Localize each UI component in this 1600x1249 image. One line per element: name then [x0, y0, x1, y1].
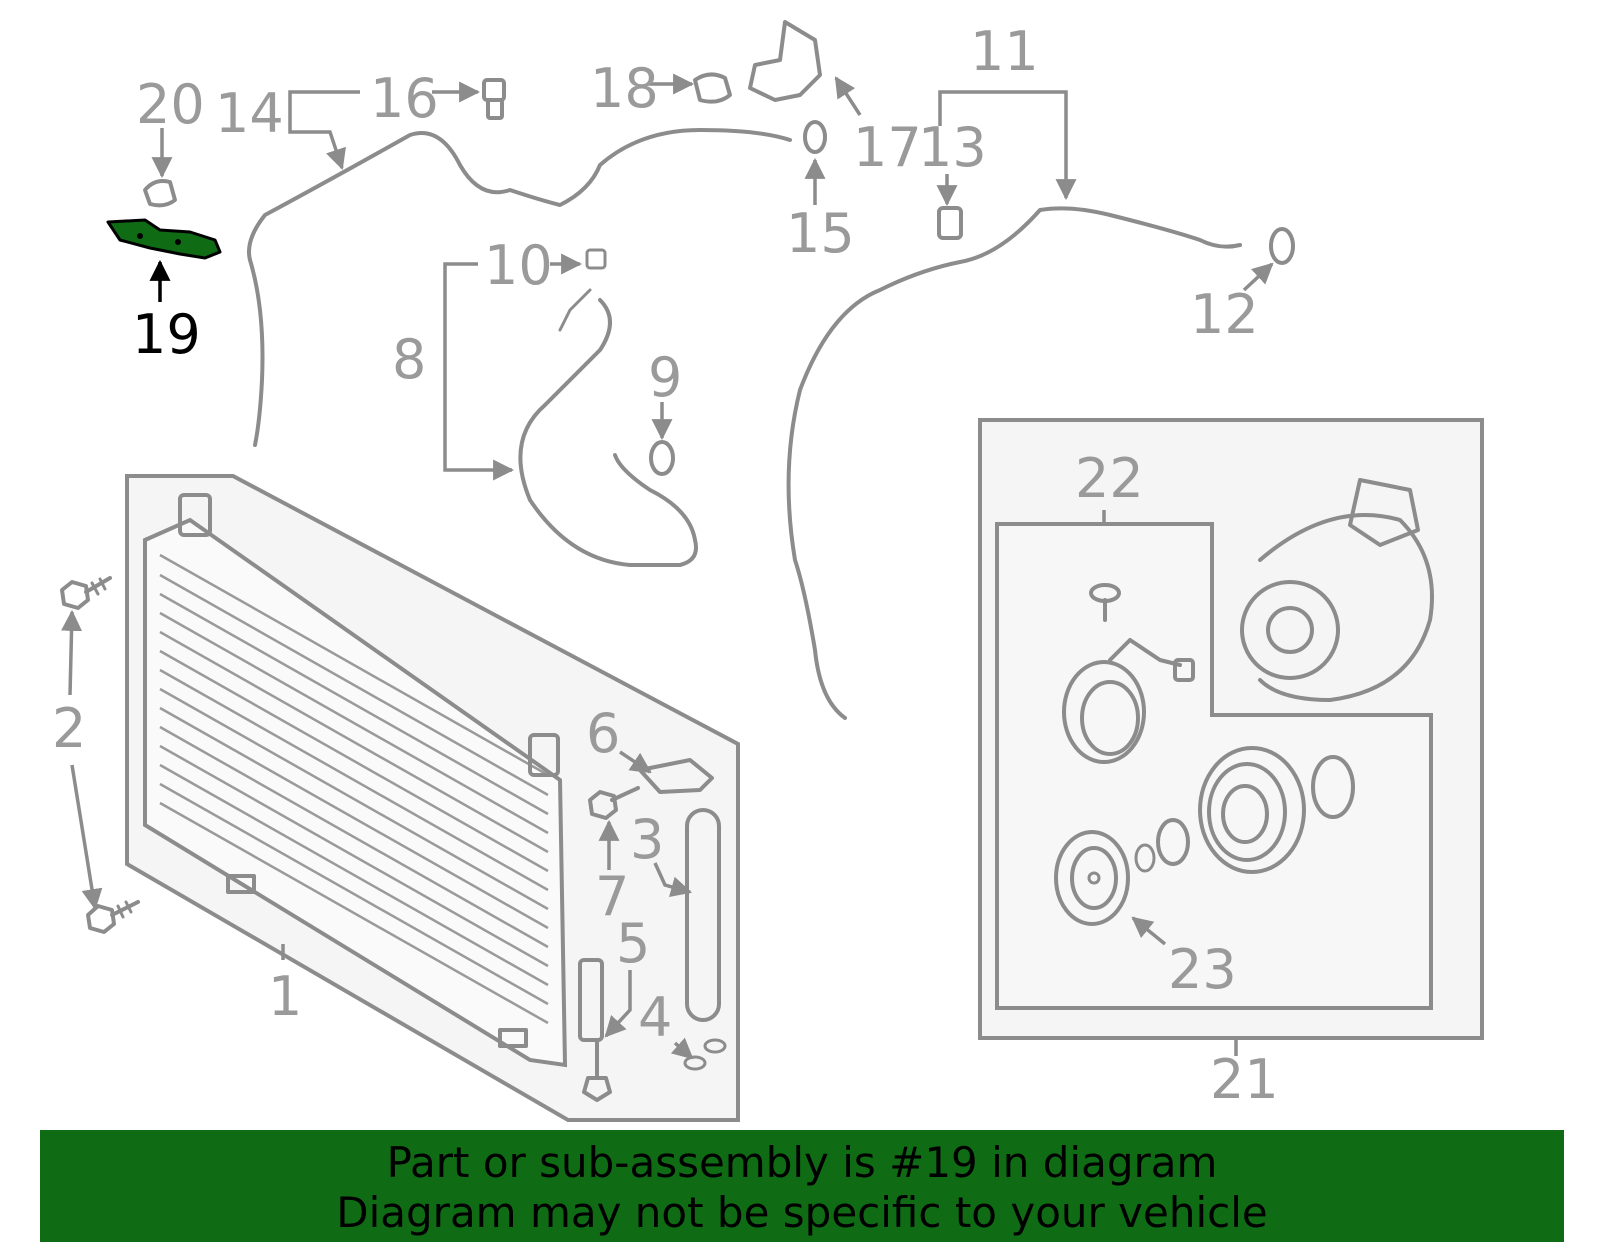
- pulley: [1198, 746, 1306, 874]
- bolt-7: [588, 786, 640, 820]
- callout-8: 8: [392, 328, 426, 391]
- callout-1: 1: [268, 965, 302, 1028]
- callout-7: 7: [595, 865, 629, 928]
- o-ring-12: [1269, 227, 1295, 265]
- screw-22: [1089, 583, 1121, 622]
- callout-19: 19: [132, 303, 201, 366]
- callout-10: 10: [484, 234, 553, 297]
- snap-ring-large: [1311, 755, 1355, 819]
- callout-22: 22: [1075, 447, 1144, 510]
- callout-4: 4: [638, 986, 672, 1049]
- clip-20: [143, 179, 177, 208]
- hose-8: [518, 298, 698, 567]
- callout-21: 21: [1210, 1048, 1279, 1111]
- callout-23: 23: [1168, 938, 1237, 1001]
- clutch-hub-23: [1054, 830, 1130, 926]
- pressure-sensor-16: [482, 78, 506, 120]
- callout-5: 5: [616, 912, 650, 975]
- callout-6: 6: [586, 702, 620, 765]
- bracket-19-highlighted: [106, 218, 222, 260]
- o-ring-9: [649, 440, 675, 476]
- callout-14: 14: [215, 82, 284, 145]
- receiver-drier: [685, 808, 721, 1022]
- o-ring-small-b: [703, 1038, 727, 1054]
- o-ring-small-a: [683, 1055, 707, 1071]
- callout-13: 13: [918, 116, 987, 179]
- bolt-5: [582, 1038, 612, 1102]
- clip-18: [693, 72, 732, 104]
- bolt-upper: [60, 576, 112, 610]
- info-banner: Part or sub-assembly is #19 in diagram D…: [40, 1130, 1564, 1242]
- banner-line-part-number: Part or sub-assembly is #19 in diagram: [386, 1138, 1218, 1187]
- clutch-coil: [1062, 638, 1195, 764]
- bracket-6: [638, 758, 714, 794]
- hose-11: [786, 206, 1242, 720]
- callout-12: 12: [1190, 283, 1259, 346]
- condenser-fins: [159, 553, 549, 1025]
- callout-labels: 1 2 3 4 5 6 7 8 9 10 11 12 13 14 15 16 1…: [52, 20, 1279, 1111]
- callout-20: 20: [136, 73, 205, 136]
- shim: [1134, 843, 1156, 873]
- ac-compressor: [1240, 478, 1434, 702]
- callout-11: 11: [970, 20, 1039, 83]
- callout-3: 3: [630, 808, 664, 871]
- o-ring-15: [803, 120, 827, 154]
- snap-ring-small: [1156, 818, 1190, 866]
- callout-2: 2: [52, 697, 86, 760]
- callout-16: 16: [370, 67, 439, 130]
- leader-lines: [61, 73, 1274, 1060]
- cap-13: [937, 206, 963, 240]
- callout-17: 17: [853, 116, 922, 179]
- callout-9: 9: [648, 346, 682, 409]
- bracket-17: [748, 20, 822, 102]
- callout-15: 15: [786, 202, 855, 265]
- banner-line-disclaimer: Diagram may not be specific to your vehi…: [336, 1188, 1268, 1237]
- callout-18: 18: [590, 57, 659, 120]
- condenser-assembly: [125, 474, 740, 1122]
- hose-14: [247, 128, 792, 447]
